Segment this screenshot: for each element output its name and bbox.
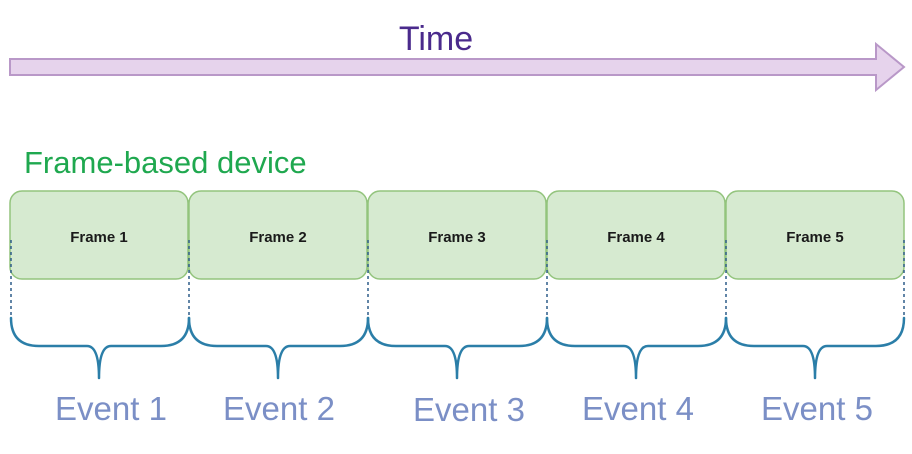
time-label: Time xyxy=(399,20,473,58)
frame-label: Frame 1 xyxy=(70,229,128,246)
event-brace xyxy=(187,316,370,380)
frames-row: Frame 1 Frame 2 Frame 3 Frame 4 Frame 5 xyxy=(9,190,905,280)
event-brace xyxy=(366,316,549,380)
time-arrow xyxy=(9,41,906,93)
event-label-1: Event 1 xyxy=(55,390,167,427)
frame-box xyxy=(546,190,726,280)
device-label: Frame-based device xyxy=(24,145,307,180)
frame-box xyxy=(725,190,905,280)
frame-3: Frame 3 xyxy=(367,190,547,280)
frame-box xyxy=(367,190,547,280)
event-brace xyxy=(545,316,728,380)
event-label-4: Event 4 xyxy=(582,390,694,427)
time-arrow-group: Time xyxy=(9,20,906,93)
frame-label: Frame 3 xyxy=(428,229,486,246)
frame-label: Frame 5 xyxy=(786,229,844,246)
event-brace xyxy=(9,316,191,380)
frame-label: Frame 4 xyxy=(607,229,665,246)
frame-box xyxy=(188,190,368,280)
event-labels: Event 1 Event 2 Event 3 Event 4 Event 5 xyxy=(55,390,873,428)
event-braces xyxy=(9,316,906,380)
frame-4: Frame 4 xyxy=(546,190,726,280)
frame-2: Frame 2 xyxy=(188,190,368,280)
event-label-2: Event 2 xyxy=(223,390,335,427)
event-label-5: Event 5 xyxy=(761,390,873,427)
event-brace xyxy=(724,316,906,380)
frame-dividers xyxy=(10,240,905,318)
event-label-3: Event 3 xyxy=(413,391,525,428)
frame-label: Frame 2 xyxy=(249,229,307,246)
frame-5: Frame 5 xyxy=(725,190,905,280)
frame-box xyxy=(9,190,189,280)
frame-1: Frame 1 xyxy=(9,190,189,280)
